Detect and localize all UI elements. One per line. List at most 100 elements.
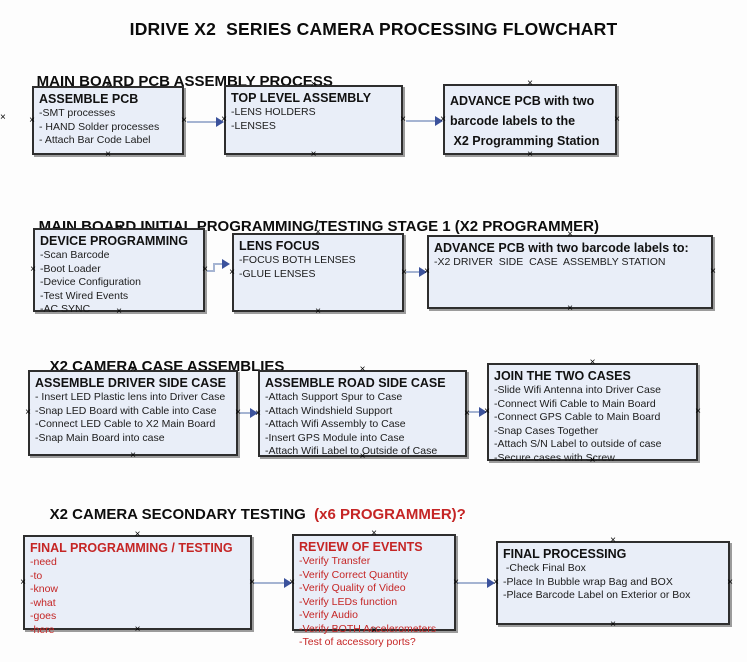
connector-segment	[213, 263, 215, 272]
box-item: -know	[30, 583, 59, 595]
box-item: X2 Programming Station	[450, 134, 600, 148]
flow-box-lens-focus[interactable]: LENS FOCUS -FOCUS BOTH LENSES-GLUE LENSE…	[229, 228, 407, 317]
box-item: - HAND Solder processes	[39, 120, 160, 133]
box-item: -here	[30, 623, 55, 636]
box-item: -Attach Wifi Assembly to Case	[265, 418, 406, 430]
box-item: -Snap LED Board with Cable into Case	[35, 404, 217, 417]
box-item: -Connect Wifi Cable to Main Board	[494, 397, 656, 410]
box-item: -Connect LED Cable to X2 Main Board	[35, 418, 216, 430]
box-item: -Verify Transfer	[299, 555, 371, 567]
box-item: -SMT processes	[39, 107, 116, 119]
box-item: -Place In Bubble wrap Bag and BOX	[503, 575, 673, 588]
flow-box-review-of-events[interactable]: REVIEW OF EVENTS -Verify Transfer-Verify…	[289, 529, 459, 649]
box-title: ADVANCE PCB with two	[450, 94, 595, 108]
box-title: REVIEW OF EVENTS	[299, 540, 423, 554]
box-item: -Snap Cases Together	[494, 424, 599, 437]
box-title: JOIN THE TWO CASES	[494, 369, 631, 383]
box-item: -Attach Support Spur to Case	[265, 391, 403, 403]
flow-box-advance-pcb-programming-station[interactable]: ADVANCE PCB with two barcode labels to t…	[440, 79, 620, 160]
connection-point-icon: ×	[315, 306, 321, 317]
connection-point-icon: ×	[527, 78, 533, 89]
box-items: -need-to-know-what-goes-here	[30, 556, 245, 637]
connection-point-icon: ×	[610, 619, 616, 630]
box-item: -Check Final Box	[503, 562, 586, 574]
box-item: -Verify BOTH Accelerometers	[299, 622, 437, 635]
box-item: -Verify Audio	[299, 609, 358, 621]
box-items: -FOCUS BOTH LENSES-GLUE LENSES	[239, 254, 397, 281]
connector-arrow[interactable]	[240, 408, 258, 418]
box-item: -Place Barcode Label on Exterior or Box	[503, 589, 691, 601]
box-title: DEVICE PROGRAMMING	[40, 234, 188, 248]
section-header-secondary-testing: X2 CAMERA SECONDARY TESTING (x6 PROGRAMM…	[33, 489, 466, 540]
box-item: -Attach Windshield Support	[265, 404, 393, 417]
box-title: ADVANCE PCB with two barcode labels to:	[434, 241, 689, 255]
connection-point-icon: ×	[727, 577, 733, 588]
connection-point-icon: ×	[695, 406, 701, 417]
box-items: -Verify Transfer-Verify Correct Quantity…	[299, 555, 449, 650]
box-item: -what	[30, 596, 56, 609]
box-item: -Test Wired Events	[40, 289, 129, 302]
flow-box-device-programming[interactable]: DEVICE PROGRAMMING -Scan Barcode-Boot Lo…	[30, 223, 208, 317]
box-items: -SMT processes- HAND Solder processes- A…	[39, 107, 177, 148]
connection-point-icon: ×	[130, 450, 136, 461]
box-item: - Attach Bar Code Label	[39, 134, 151, 146]
box-item: -Secure cases with Screw	[494, 451, 615, 464]
box-title: FINAL PROGRAMMING / TESTING	[30, 541, 233, 555]
connection-point-icon: ×	[310, 149, 317, 160]
page-title: IDRIVE X2 SERIES CAMERA PROCESSING FLOWC…	[129, 19, 618, 39]
connection-point-icon: ×	[589, 357, 596, 368]
connection-point-icon: ×	[527, 149, 533, 160]
box-item: -Boot Loader	[40, 262, 101, 275]
box-items: -Scan Barcode-Boot Loader-Device Configu…	[40, 249, 198, 317]
connection-point-icon: ×	[610, 535, 616, 546]
connector-arrow[interactable]	[406, 267, 427, 277]
box-item: -Device Configuration	[40, 276, 141, 288]
connector-arrowhead-icon	[222, 259, 230, 269]
flow-box-assemble-driver-side-case[interactable]: ASSEMBLE DRIVER SIDE CASE - Insert LED P…	[25, 365, 241, 461]
box-item: -LENS HOLDERS	[231, 106, 316, 118]
box-item: -AC SYNC	[40, 303, 91, 315]
box-title: TOP LEVEL ASSEMBLY	[231, 91, 372, 105]
box-item: -Verify LEDs function	[299, 595, 398, 608]
flow-box-top-level-assembly[interactable]: TOP LEVEL ASSEMBLY -LENS HOLDERS-LENSES …	[221, 80, 406, 160]
box-items: - Insert LED Plastic lens into Driver Ca…	[35, 391, 231, 445]
box-item: -Verify Quality of Video	[299, 582, 406, 594]
box-item: barcode labels to the	[450, 114, 576, 128]
box-item: -Test of accessory ports?	[299, 636, 416, 648]
box-title: ASSEMBLE DRIVER SIDE CASE	[35, 376, 227, 390]
connector-arrow[interactable]	[469, 407, 487, 417]
flow-box-final-programming-testing[interactable]: FINAL PROGRAMMING / TESTING -need-to-kno…	[20, 530, 255, 636]
connection-point-icon: ×	[567, 303, 573, 314]
box-title: ASSEMBLE ROAD SIDE CASE	[265, 376, 446, 390]
connector-arrow[interactable]	[254, 578, 292, 588]
flow-box-final-processing[interactable]: FINAL PROCESSING -Check Final Box-Place …	[493, 536, 733, 630]
flow-box-assemble-road-side-case[interactable]: ASSEMBLE ROAD SIDE CASE -Attach Support …	[255, 365, 470, 462]
box-item: - Insert LED Plastic lens into Driver Ca…	[35, 391, 226, 403]
box-items: -X2 DRIVER SIDE CASE ASSEMBLY STATION	[434, 256, 706, 270]
connection-point-icon: ×	[0, 112, 6, 123]
flow-box-advance-pcb-driver-side-station[interactable]: ADVANCE PCB with two barcode labels to: …	[424, 230, 716, 314]
box-items: barcode labels to the X2 Programming Sta…	[450, 111, 610, 151]
box-items: -Slide Wifi Antenna into Driver Case-Con…	[494, 384, 691, 465]
box-title: LENS FOCUS	[239, 239, 320, 253]
box-items: -Check Final Box-Place In Bubble wrap Ba…	[503, 562, 723, 603]
box-item: -Attach S/N Label to outside of case	[494, 438, 662, 450]
connector-arrow[interactable]	[457, 578, 495, 588]
flow-box-join-the-two-cases[interactable]: JOIN THE TWO CASES -Slide Wifi Antenna i…	[484, 358, 701, 466]
connection-point-icon: ×	[29, 114, 35, 126]
connection-point-icon: ×	[614, 113, 620, 125]
box-item: -Scan Barcode	[40, 249, 110, 261]
box-items: -LENS HOLDERS-LENSES	[231, 106, 396, 133]
box-item: -goes	[30, 610, 57, 622]
section-header-suffix: (x6 PROGRAMMER)?	[314, 506, 466, 523]
section-header-text: X2 CAMERA SECONDARY TESTING	[49, 506, 315, 523]
box-items: -Attach Support Spur to Case-Attach Wind…	[265, 391, 460, 459]
flow-box-assemble-pcb[interactable]: ASSEMBLE PCB -SMT processes- HAND Solder…	[29, 81, 187, 160]
connector-arrow[interactable]	[187, 117, 224, 127]
box-item: -LENSES	[231, 119, 276, 132]
connection-point-icon: ×	[25, 407, 31, 418]
connector-arrow[interactable]	[406, 116, 443, 126]
connection-point-icon: ×	[359, 364, 366, 375]
box-item: -to	[30, 569, 43, 582]
